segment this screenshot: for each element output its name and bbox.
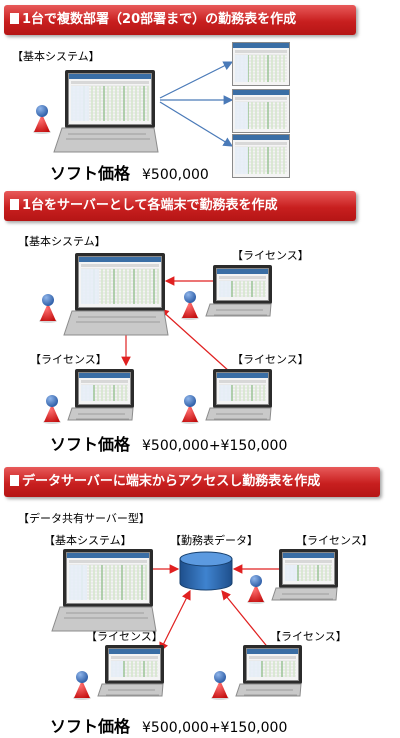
user-icon: [180, 394, 200, 428]
section-data-server: データサーバーに端末からアクセスし勤務表を作成 【データ共有サーバー型】 【基本…: [0, 455, 400, 738]
client-right-bottom: [211, 645, 302, 702]
section-server-clients: 1台をサーバーとして各端末で勤務表を作成 【基本システム】 【ライセンス】 【ラ…: [0, 185, 400, 455]
laptop-main: [62, 253, 170, 341]
timesheet-window-3: [232, 134, 290, 182]
timesheet-window-2: [232, 89, 290, 137]
laptop-main: [50, 549, 158, 637]
banner-title: データサーバーに端末からアクセスし勤務表を作成: [22, 474, 321, 489]
price-value: ¥500,000+¥150,000: [142, 438, 288, 454]
user-icon: [246, 574, 266, 608]
basic-system-label: 【基本システム】: [18, 235, 106, 248]
section-banner: 1台をサーバーとして各端末で勤務表を作成: [4, 191, 356, 221]
license-label-right-top: 【ライセンス】: [296, 534, 373, 547]
client-right-top: [181, 265, 272, 322]
section-single-pc: 1台で複数部署（20部署まで）の勤務表を作成 【基本システム】 ソフト価格 ¥50…: [0, 0, 400, 185]
section-banner: 1台で複数部署（20部署まで）の勤務表を作成: [4, 5, 356, 35]
price-label: ソフト価格: [50, 435, 131, 454]
square-bullet-icon: [10, 13, 19, 24]
price-label: ソフト価格: [50, 164, 131, 183]
price-value: ¥500,000+¥150,000: [142, 720, 288, 736]
server-type-label: 【データ共有サーバー型】: [18, 512, 150, 525]
banner-title: 1台をサーバーとして各端末で勤務表を作成: [22, 198, 278, 213]
square-bullet-icon: [10, 199, 19, 210]
user-icon: [72, 670, 92, 704]
license-label-right-bottom: 【ライセンス】: [270, 630, 347, 643]
user-icon: [32, 104, 52, 138]
laptop-icon: [52, 70, 160, 158]
basic-system-label: 【基本システム】: [44, 534, 132, 547]
client-right-top: [247, 549, 338, 606]
user-icon: [42, 394, 62, 428]
timesheet-window-1: [232, 42, 290, 90]
user-icon-main: [38, 293, 58, 327]
license-label-left-bottom: 【ライセンス】: [86, 630, 163, 643]
price-label: ソフト価格: [50, 717, 131, 736]
user-icon: [180, 290, 200, 324]
basic-system-label: 【基本システム】: [12, 50, 100, 63]
data-label: 【勤務表データ】: [170, 534, 258, 547]
license-label-left-bottom: 【ライセンス】: [30, 353, 107, 366]
client-left-bottom: [43, 369, 134, 426]
database-icon: [178, 551, 234, 595]
price-line: ソフト価格 ¥500,000+¥150,000: [50, 713, 287, 737]
price-value: ¥500,000: [142, 167, 209, 183]
license-label-right-top: 【ライセンス】: [232, 249, 309, 262]
square-bullet-icon: [10, 475, 19, 486]
user-icon: [210, 670, 230, 704]
banner-title: 1台で複数部署（20部署まで）の勤務表を作成: [22, 12, 297, 27]
license-label-right-bottom: 【ライセンス】: [232, 353, 309, 366]
price-line: ソフト価格 ¥500,000+¥150,000: [50, 431, 287, 455]
section-banner: データサーバーに端末からアクセスし勤務表を作成: [4, 467, 380, 497]
client-right-bottom: [181, 369, 272, 426]
client-left-bottom: [73, 645, 164, 702]
price-line: ソフト価格 ¥500,000: [50, 160, 209, 184]
